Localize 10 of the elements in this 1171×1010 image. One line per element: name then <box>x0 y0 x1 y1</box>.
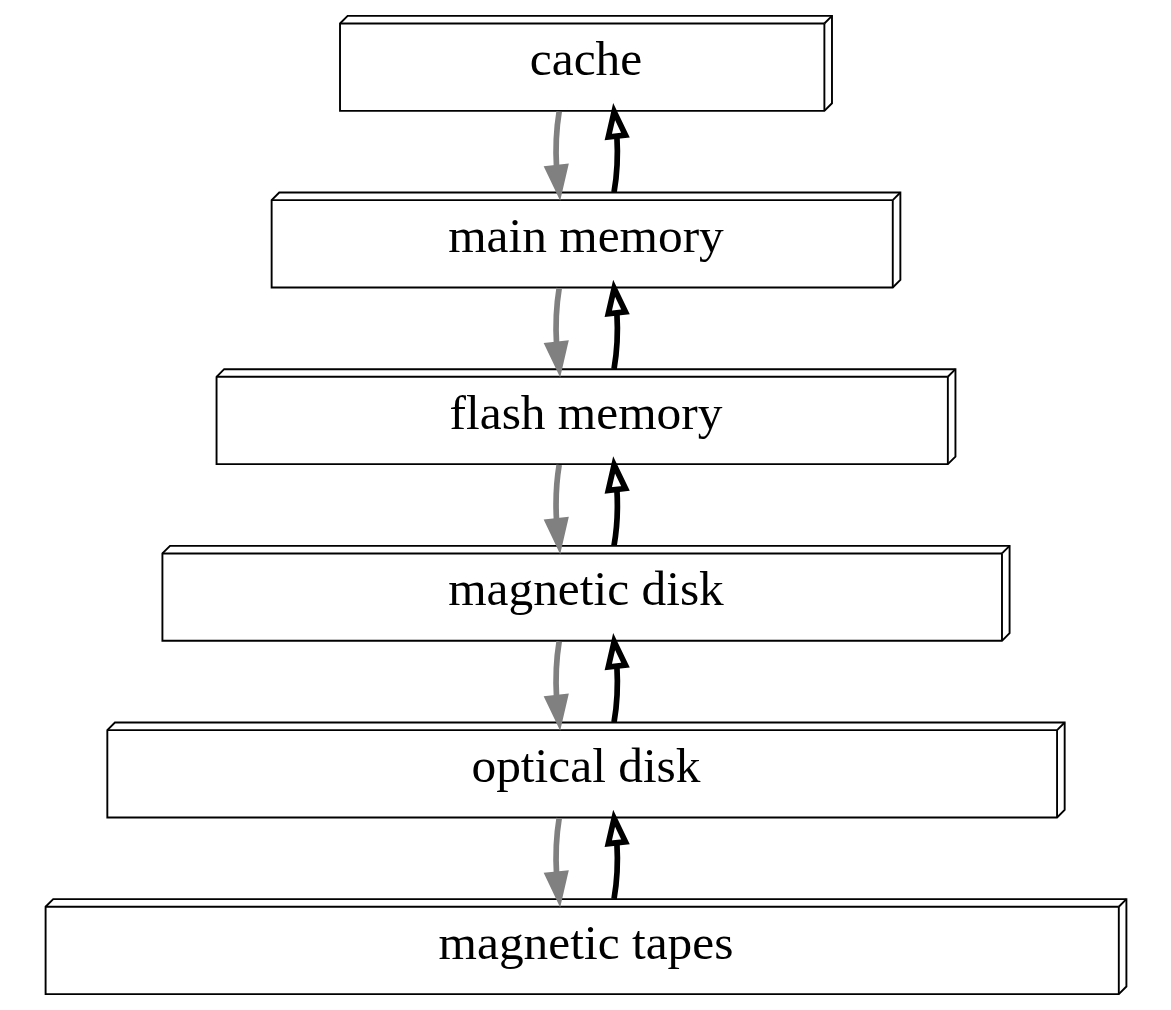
arrow <box>604 103 630 193</box>
arrow <box>604 456 630 547</box>
arrow <box>543 111 569 201</box>
arrow <box>543 287 569 378</box>
arrow <box>543 817 569 908</box>
arrow <box>604 809 630 900</box>
arrow <box>543 464 569 555</box>
arrow <box>604 633 630 723</box>
arrow <box>604 279 630 370</box>
arrow <box>543 641 569 731</box>
